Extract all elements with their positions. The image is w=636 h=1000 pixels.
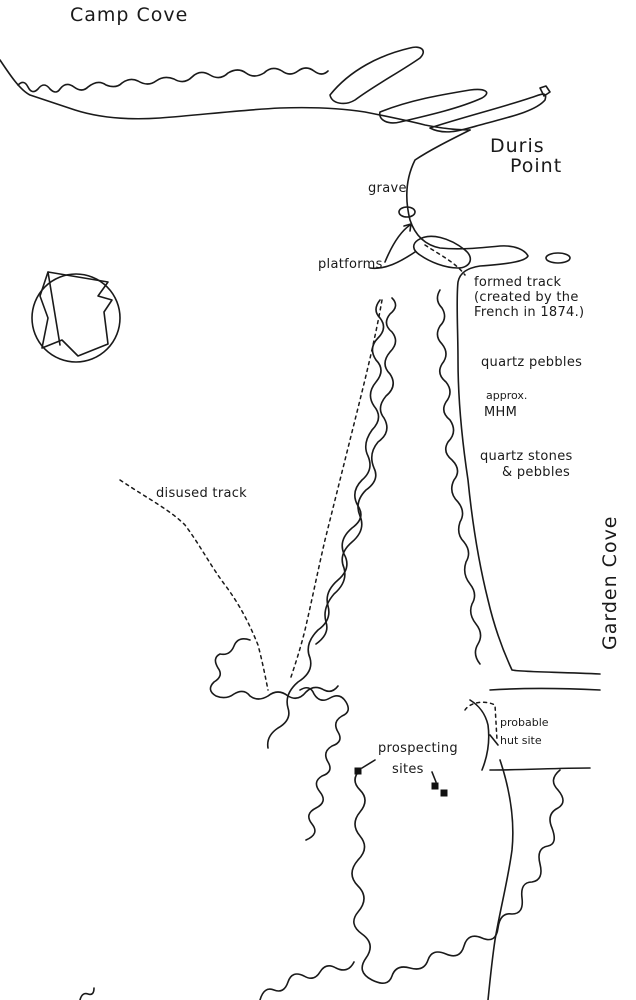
south-landmass (351, 769, 564, 984)
duris-point-label-line1: Duris (490, 135, 545, 157)
ridge-track (289, 299, 383, 681)
hut-cove-edge (469, 699, 490, 771)
quartz-pebbles-label: quartz pebbles (481, 355, 583, 370)
north-vegetation-edge (17, 67, 329, 93)
spit-2 (378, 88, 488, 124)
disused-track-label: disused track (156, 486, 248, 501)
small-island (545, 252, 571, 264)
hut-site-outline (464, 701, 498, 741)
platforms-label: platforms (318, 257, 383, 272)
prospecting-site-marker-2 (431, 782, 439, 790)
approx-label: approx. (486, 389, 528, 402)
spit-1 (329, 46, 425, 105)
duris-point-outline (405, 129, 601, 675)
camp-cove-coastline (0, 59, 471, 131)
formed-track (424, 244, 466, 276)
probable-hut-label-line1: probable (500, 716, 549, 729)
prospecting-arrow-1 (361, 759, 376, 769)
bottom-vegetation (259, 961, 355, 1000)
west-lobe-2 (299, 686, 350, 841)
prospecting-site-marker-1 (354, 767, 362, 775)
prospecting-label-line2: sites (392, 762, 424, 777)
prospecting-label-line1: prospecting (378, 741, 458, 756)
bottom-left-mark (79, 987, 95, 1000)
garden-cove-inlet-south (489, 767, 591, 771)
west-lobe (209, 638, 339, 700)
north-arrow-compass-icon (31, 271, 121, 363)
south-coast (487, 759, 514, 1000)
disused-track (119, 479, 269, 691)
grave-arrowhead (403, 223, 412, 232)
prospecting-site-marker-3 (440, 789, 448, 797)
spit-3-tip (539, 85, 551, 97)
east-vegetation-edge (436, 289, 482, 665)
quartz-stones-label-line2: & pebbles (502, 465, 571, 480)
garden-cove-label: Garden Cove (599, 515, 621, 651)
central-ridge-inner (315, 297, 397, 645)
spit-3 (429, 93, 547, 133)
probable-hut-label-line2: hut site (500, 734, 542, 747)
grave-label: grave (368, 181, 407, 196)
quartz-stones-label-line1: quartz stones (480, 449, 573, 464)
grave-marker (398, 206, 416, 218)
prospecting-arrow-2 (431, 771, 437, 783)
hut-arrow (489, 734, 499, 746)
garden-cove-inlet-north (489, 687, 601, 691)
grave-arrow (384, 224, 411, 263)
central-ridge (266, 299, 385, 749)
formed-track-label: formed track (created by the French in 1… (474, 275, 585, 320)
duris-point-label-line2: Point (510, 155, 563, 177)
mhm-label: MHM (484, 405, 518, 420)
platforms-ridge (412, 235, 472, 269)
platforms-arrow (369, 251, 416, 270)
camp-cove-label: Camp Cove (70, 4, 189, 26)
